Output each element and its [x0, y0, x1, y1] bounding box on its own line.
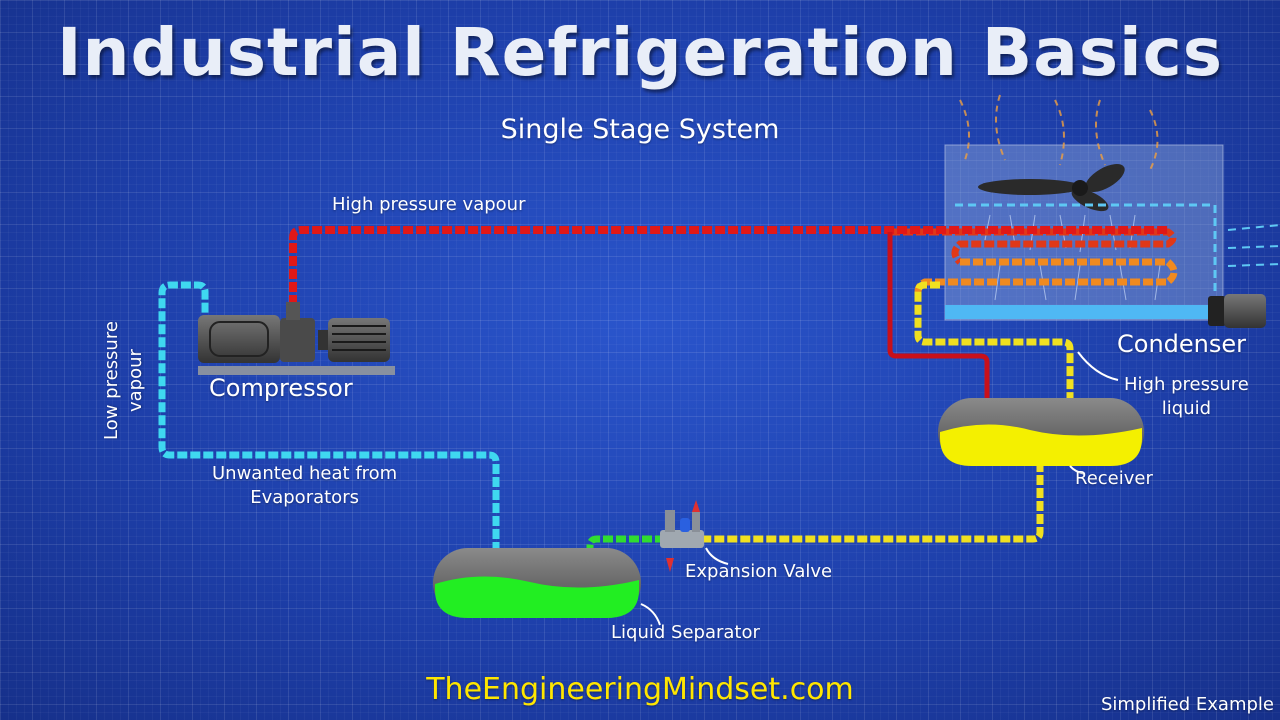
high-pressure-liquid-pipe	[914, 281, 1074, 410]
high-pressure-liquid-label-line1: High pressure	[1124, 374, 1249, 395]
low-pressure-vapour-label: Low pressure vapour	[100, 321, 148, 440]
high-pressure-liquid-label-line2: liquid	[1161, 398, 1212, 419]
liquid-separator-label: Liquid Separator	[611, 622, 760, 643]
expansion-valve-label: Expansion Valve	[685, 561, 833, 582]
heat-waves	[959, 94, 1159, 171]
liquid-separator	[433, 548, 661, 626]
condenser-coil-vapour	[890, 228, 1177, 265]
page-subtitle: Single Stage System	[500, 114, 780, 145]
water-circuit	[955, 203, 1217, 305]
high-pressure-liquid-leader-line	[1077, 351, 1119, 381]
condenser-water-basin	[945, 305, 1213, 319]
condenser-label: Condenser	[1117, 330, 1246, 358]
high-pressure-liquid-label: High pressure liquid	[1124, 373, 1249, 421]
unwanted-heat-label: Unwanted heat from Evaporators	[212, 462, 397, 510]
receiver	[938, 398, 1144, 466]
page-title: Industrial Refrigeration Basics	[56, 14, 1224, 91]
liquid-line-pipe	[700, 462, 1044, 543]
simplified-example-note: Simplified Example	[1100, 694, 1274, 715]
air-flow	[1227, 224, 1280, 267]
compressor-label: Compressor	[209, 374, 353, 402]
high-pressure-vapour-pipe	[289, 226, 1170, 305]
unwanted-heat-label-line1: Unwanted heat from	[212, 463, 398, 484]
low-pressure-liquid-pipe	[586, 535, 665, 558]
low-pressure-vapour-label-line1: Low pressure	[101, 321, 122, 440]
receiver-label: Receiver	[1075, 468, 1153, 489]
compressor	[198, 302, 395, 375]
receiver-leader-line	[1069, 465, 1086, 475]
website-link: TheEngineeringMindset.com	[426, 672, 854, 707]
expansion-valve-icon	[660, 500, 729, 572]
receiver-equalizer-pipe	[887, 232, 990, 400]
low-pressure-vapour-pipe	[158, 281, 500, 552]
fan-icon	[978, 164, 1125, 212]
high-pressure-vapour-label: High pressure vapour	[332, 194, 526, 215]
low-pressure-vapour-label-line2: vapour	[125, 349, 146, 413]
pump-icon	[1208, 294, 1266, 328]
unwanted-heat-label-line2: Evaporators	[250, 487, 359, 508]
